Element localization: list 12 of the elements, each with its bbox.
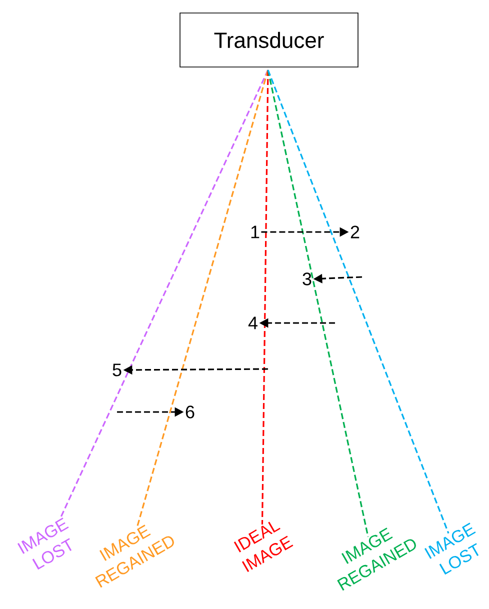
dashed-line [261, 70, 269, 525]
dashed-line [136, 70, 269, 528]
number-label: 6 [186, 406, 194, 418]
number-label: 3 [302, 272, 312, 286]
dashed-line [267, 70, 369, 537]
dashed-line [60, 70, 269, 518]
dashed-line [267, 70, 450, 534]
number-label: 1 [251, 226, 260, 238]
number-label: 5 [112, 364, 122, 376]
number-label: 2 [350, 226, 360, 238]
transducer-box: Transducer [180, 12, 358, 68]
number-label: 4 [248, 316, 258, 330]
